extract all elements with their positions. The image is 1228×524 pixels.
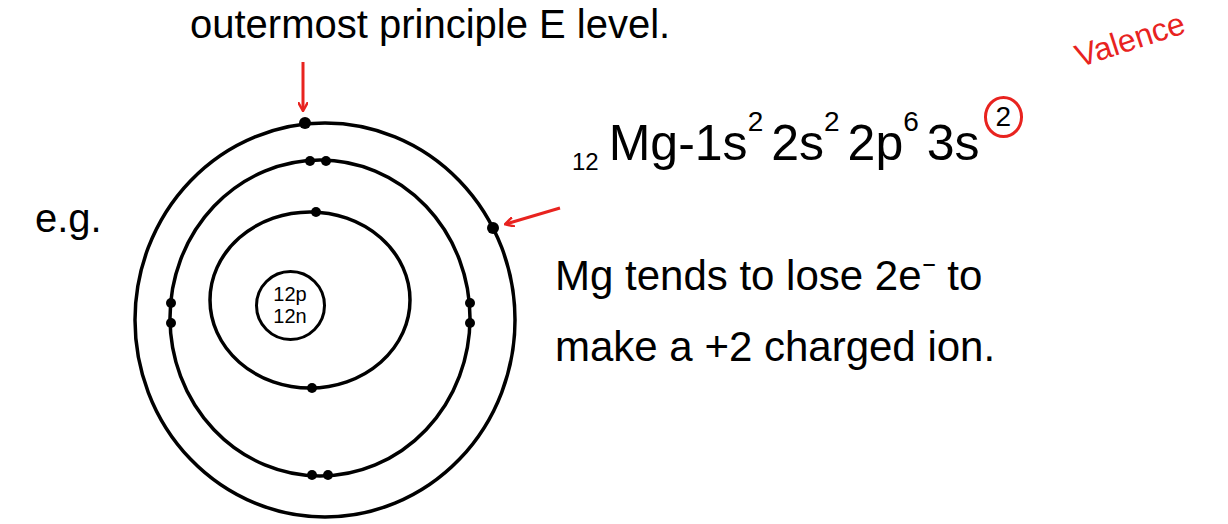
electron-count: 6 bbox=[903, 108, 919, 136]
config-term: Mg-1s bbox=[609, 118, 748, 168]
config-term: 3s bbox=[927, 118, 980, 168]
config-term: 2p bbox=[848, 118, 904, 168]
atomic-number: 12 bbox=[572, 150, 599, 174]
electron-configuration: 12Mg-1s22s22p63s2 bbox=[572, 118, 1023, 168]
valence-note: Valence bbox=[1071, 5, 1190, 75]
nucleus-label: 12p 12n bbox=[268, 283, 312, 327]
electron bbox=[307, 470, 317, 480]
valence-count: 2 bbox=[984, 96, 1024, 138]
electron bbox=[307, 383, 317, 393]
electron bbox=[465, 318, 475, 328]
shell-ring bbox=[135, 123, 515, 517]
pointer-arrow bbox=[506, 208, 560, 224]
shell-ring bbox=[210, 212, 410, 388]
electron bbox=[166, 298, 176, 308]
note-text: Mg tends to lose 2e⁻ to make a +2 charge… bbox=[555, 240, 1035, 383]
electron bbox=[166, 318, 176, 328]
example-marker: e.g. bbox=[35, 196, 102, 241]
valence-electron bbox=[299, 117, 311, 129]
electron bbox=[465, 298, 475, 308]
electron bbox=[323, 470, 333, 480]
note-heading: outermost principle E level. bbox=[190, 2, 670, 47]
electron bbox=[311, 207, 321, 217]
electron bbox=[321, 156, 331, 166]
shell-ring bbox=[170, 160, 470, 476]
config-term: 2s bbox=[771, 118, 824, 168]
electron-count: 2 bbox=[748, 108, 764, 136]
electron bbox=[305, 156, 315, 166]
pointer-arrow bbox=[302, 62, 305, 110]
nucleus-circle: 12p 12n bbox=[255, 270, 326, 341]
electron-count: 2 bbox=[824, 108, 840, 136]
valence-electron bbox=[487, 222, 499, 234]
